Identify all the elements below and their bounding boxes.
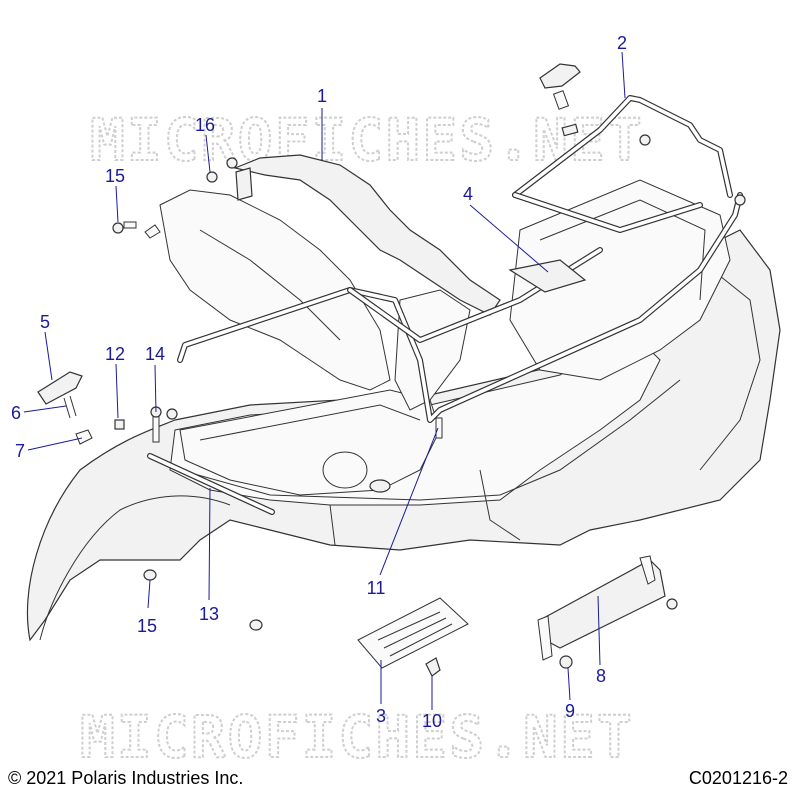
callout-8: 8 bbox=[596, 666, 606, 686]
callout-9: 9 bbox=[565, 701, 575, 721]
callout-4: 4 bbox=[463, 184, 473, 204]
clip-part-10 bbox=[425, 657, 441, 677]
storage-tub bbox=[179, 179, 731, 496]
callout-15-top: 15 bbox=[105, 166, 125, 186]
diagram-id: C0201216-2 bbox=[688, 768, 788, 788]
watermark-bottom: MICROFICHES.NET bbox=[80, 703, 634, 771]
callout-6: 6 bbox=[11, 403, 21, 423]
callout-10: 10 bbox=[422, 711, 442, 731]
callout-13: 13 bbox=[199, 604, 219, 624]
rack-part-2 bbox=[177, 95, 743, 423]
copyright-notice: © 2021 Polaris Industries Inc. bbox=[8, 768, 244, 788]
rod-part-13 bbox=[147, 453, 275, 515]
plate-part-3 bbox=[357, 597, 469, 669]
bracket-part-8 bbox=[537, 555, 678, 661]
callout-1: 1 bbox=[317, 86, 327, 106]
callout-7: 7 bbox=[15, 441, 25, 461]
callout-11: 11 bbox=[367, 578, 386, 598]
upper-fender-part-1 bbox=[159, 154, 501, 411]
callout-14: 14 bbox=[145, 344, 165, 364]
callout-15-bottom: 15 bbox=[137, 616, 157, 636]
bolt-part-9 bbox=[559, 655, 573, 669]
fasteners-top-left bbox=[112, 157, 238, 239]
callout-3: 3 bbox=[376, 706, 386, 726]
leader-lines bbox=[23, 51, 626, 710]
callout-5: 5 bbox=[40, 312, 50, 332]
callout-16: 16 bbox=[195, 115, 215, 135]
callout-12: 12 bbox=[105, 344, 125, 364]
bolt-part-11 bbox=[435, 417, 443, 439]
callout-2: 2 bbox=[617, 33, 627, 53]
rack-latch-hardware bbox=[539, 63, 746, 206]
light-bracket-parts-5-6-7 bbox=[37, 371, 93, 445]
fasteners-bottom-left bbox=[143, 569, 263, 631]
watermark-top: MICROFICHES.NET bbox=[90, 106, 644, 174]
cover-plate-part-4 bbox=[508, 259, 587, 293]
